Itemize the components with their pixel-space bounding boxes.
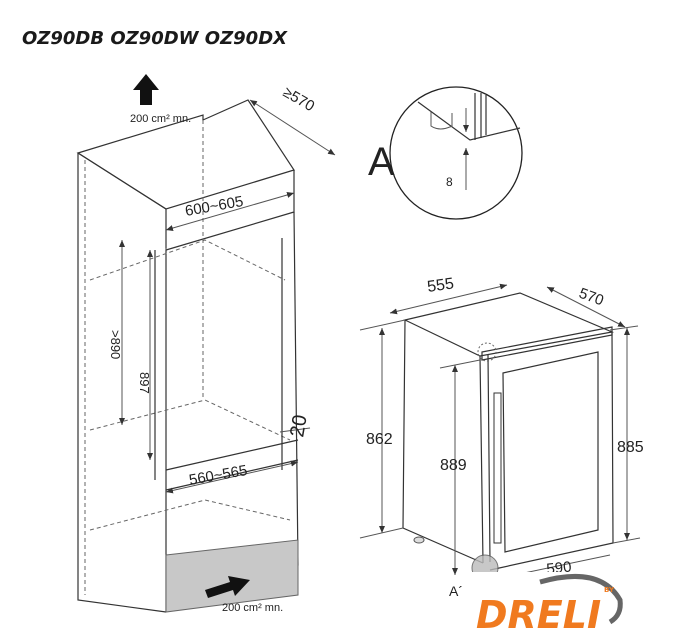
detail-label: A	[368, 140, 395, 184]
logo-by: BY	[604, 586, 615, 594]
air-outlet-arrow-icon	[133, 74, 159, 105]
dreli-logo: DRELI BY	[476, 573, 623, 637]
depth-label: 570	[577, 285, 606, 310]
top-vent-label: 200 cm² mn.	[130, 113, 191, 125]
logo-text: DRELI	[476, 593, 601, 637]
gap-label: 20	[286, 413, 312, 439]
model-title: OZ90DB OZ90DW OZ90DX	[22, 28, 288, 49]
door-glass	[502, 351, 599, 553]
depth-min-label: ≥570	[280, 84, 317, 115]
bottom-vent-area	[165, 539, 299, 613]
door-height-label: 889	[440, 457, 467, 474]
inner-width-label: 560~565	[188, 462, 249, 489]
body-height-label: 862	[366, 431, 393, 448]
detail-ref-label: A´	[449, 583, 463, 599]
width-label: 555	[426, 275, 455, 296]
air-inlet-arrow-icon	[205, 576, 250, 598]
detail-a-circle	[389, 86, 523, 220]
height-min-label: >890	[108, 330, 123, 359]
inner-height-label: 897	[137, 372, 152, 394]
total-height-label: 885	[617, 439, 644, 456]
bottom-vent-label: 200 cm² mn.	[222, 602, 283, 614]
detail-gap-label: 8	[446, 175, 453, 189]
appliance-drawing	[359, 283, 641, 582]
door-handle	[493, 392, 502, 544]
cabinet-drawing	[76, 74, 336, 613]
